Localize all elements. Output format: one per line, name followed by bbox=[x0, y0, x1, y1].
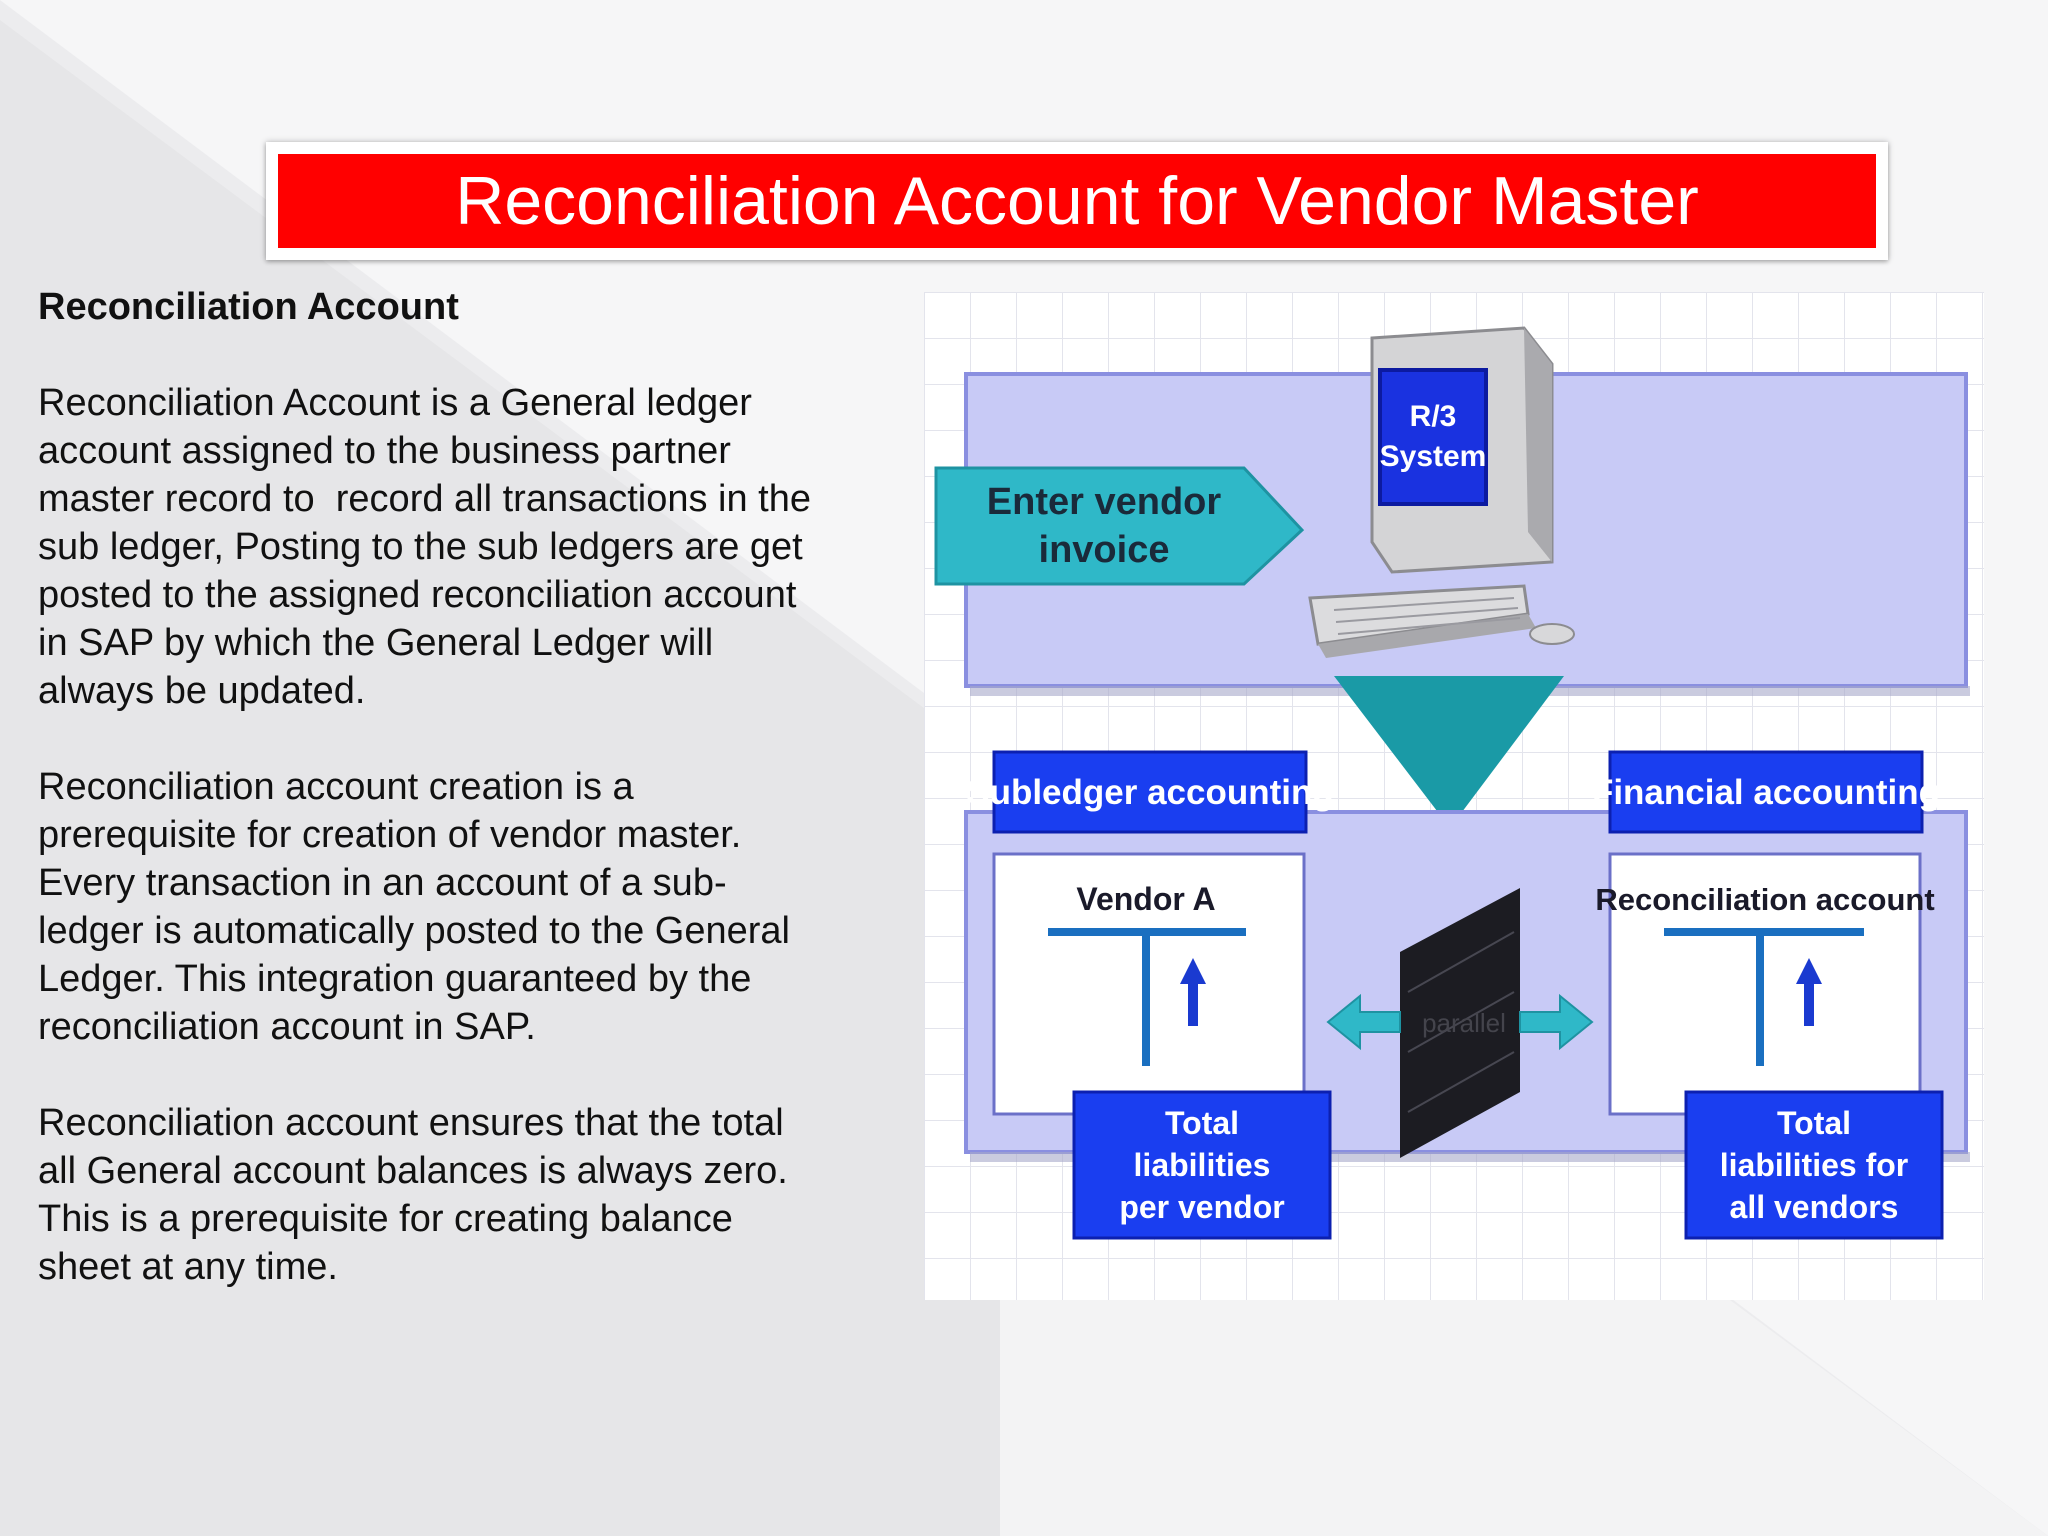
text-line: sheet at any time. bbox=[38, 1246, 338, 1288]
enter-invoice-line1: Enter vendor bbox=[987, 481, 1222, 523]
text-line: ledger is automatically posted to the Ge… bbox=[38, 910, 790, 952]
monitor-screen bbox=[1378, 368, 1488, 506]
slide-title: Reconciliation Account for Vendor Master bbox=[455, 163, 1699, 239]
diagram-svg: Enter vendor invoice R/3 System Subledge… bbox=[924, 292, 1984, 1300]
divider-label: parallel bbox=[1422, 1008, 1506, 1038]
enter-invoice-line2: invoice bbox=[1039, 529, 1170, 571]
subledger-header bbox=[992, 750, 1308, 834]
paragraph-balance: Reconciliation account ensures that the … bbox=[38, 1099, 918, 1291]
total-vendor-line2: liabilities bbox=[1134, 1147, 1271, 1183]
total-vendor-line1: Total bbox=[1165, 1105, 1239, 1141]
text-line: Reconciliation account creation is a bbox=[38, 766, 634, 808]
text-line: reconciliation account in SAP. bbox=[38, 1006, 536, 1048]
text-line: posted to the assigned reconciliation ac… bbox=[38, 574, 797, 616]
total-vendor-box bbox=[1072, 1090, 1332, 1240]
text-line: prerequisite for creation of vendor mast… bbox=[38, 814, 742, 856]
text-line: in SAP by which the General Ledger will bbox=[38, 622, 714, 664]
text-line: Ledger. This integration guaranteed by t… bbox=[38, 958, 752, 1000]
financial-label: Financial accounting bbox=[1592, 773, 1940, 812]
total-all-box bbox=[1684, 1090, 1944, 1240]
text-line: master record to record all transactions… bbox=[38, 478, 812, 520]
left-arrow bbox=[1326, 993, 1401, 1051]
total-all-line1: Total bbox=[1777, 1105, 1851, 1141]
title-frame: Reconciliation Account for Vendor Master bbox=[266, 142, 1888, 260]
total-all-line2: liabilities for bbox=[1720, 1147, 1908, 1183]
down-triangle bbox=[1334, 676, 1564, 828]
text-line: sub ledger, Posting to the sub ledgers a… bbox=[38, 526, 803, 568]
total-vendor-line3: per vendor bbox=[1119, 1189, 1284, 1225]
text-line: account assigned to the business partner bbox=[38, 430, 731, 472]
vendor-up-arrow bbox=[1180, 958, 1206, 1026]
subledger-label: Subledger accounting bbox=[966, 773, 1334, 812]
financial-header bbox=[1608, 750, 1924, 834]
text-line: This is a prerequisite for creating bala… bbox=[38, 1198, 733, 1240]
paragraph-prerequisite: Reconciliation account creation is a pre… bbox=[38, 763, 918, 1051]
enter-invoice-arrow bbox=[934, 466, 1305, 586]
computer-icon: R/3 System bbox=[1308, 326, 1575, 658]
text-line: Every transaction in an account of a sub… bbox=[38, 862, 727, 904]
vendor-label: Vendor A bbox=[1076, 881, 1215, 917]
text-line: Reconciliation account ensures that the … bbox=[38, 1102, 784, 1144]
right-arrow bbox=[1519, 993, 1594, 1051]
text-line: always be updated. bbox=[38, 670, 366, 712]
paragraph-definition: Reconciliation Account is a General ledg… bbox=[38, 379, 918, 715]
section-heading: Reconciliation Account bbox=[38, 286, 459, 328]
system-line2: System bbox=[1380, 440, 1487, 473]
system-line1: R/3 bbox=[1410, 400, 1457, 433]
reconciliation-diagram: Enter vendor invoice R/3 System Subledge… bbox=[924, 292, 1984, 1300]
mouse bbox=[1529, 623, 1575, 645]
text-line: Reconciliation Account is a General ledg… bbox=[38, 382, 752, 424]
total-all-line3: all vendors bbox=[1730, 1189, 1899, 1225]
recon-account-box bbox=[1608, 852, 1922, 1116]
text-line: all General account balances is always z… bbox=[38, 1150, 788, 1192]
recon-up-arrow bbox=[1796, 958, 1822, 1026]
recon-label: Reconciliation account bbox=[1595, 882, 1934, 917]
title-bar: Reconciliation Account for Vendor Master bbox=[278, 154, 1876, 248]
text-column: Reconciliation Account Reconciliation Ac… bbox=[38, 283, 918, 1339]
